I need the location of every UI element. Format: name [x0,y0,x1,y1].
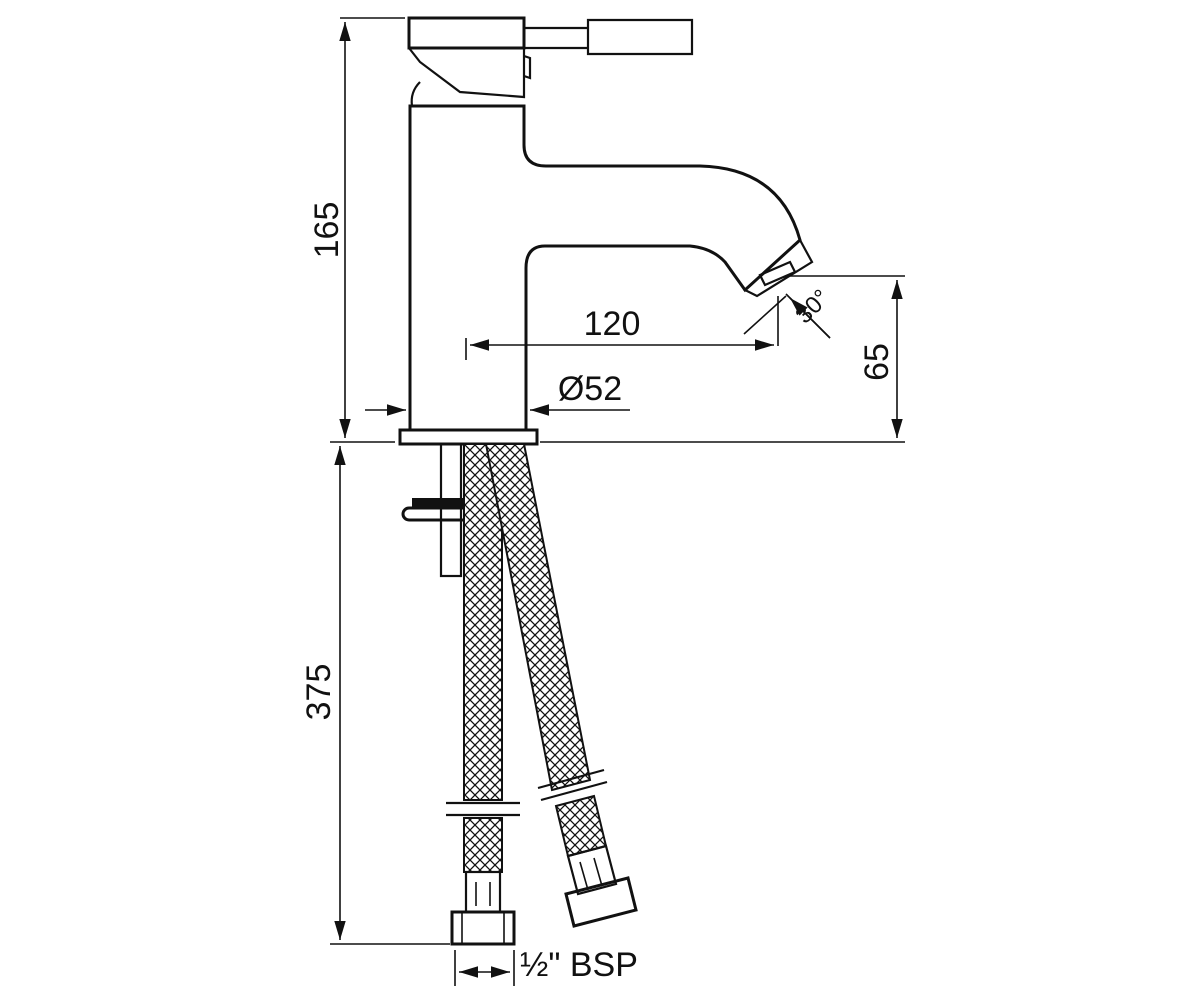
label-height-overall: 165 [308,202,346,259]
label-spout-height: 65 [858,343,896,381]
label-spout-reach: 120 [584,305,641,343]
threaded-stud [439,442,463,578]
hose-right [484,443,592,792]
label-hose-length: 375 [300,664,338,721]
handle-lever [523,18,694,80]
label-spray-angle: 30° [790,284,835,329]
handle-cap [407,16,526,50]
hose-left-nut [450,910,516,946]
hose-right-break [537,768,608,802]
body-outline [408,104,802,430]
label-body-diameter: Ø52 [558,370,622,408]
hose-left-break [446,801,520,817]
label-connection-size: ½" BSP [520,946,638,984]
dimensions: 165 375 120 65 Ø52 30° ½" BSP [300,17,905,986]
hose-left-ferrule [464,870,502,914]
hose-right-nut [564,876,638,928]
hose-left-lower [463,817,503,873]
flexible-hoses [446,443,638,946]
handle-base-curve [410,81,421,107]
hose-right-ferrule [566,844,618,896]
handle-neck [408,47,526,99]
aerator [743,238,814,298]
base-flange [398,428,539,446]
